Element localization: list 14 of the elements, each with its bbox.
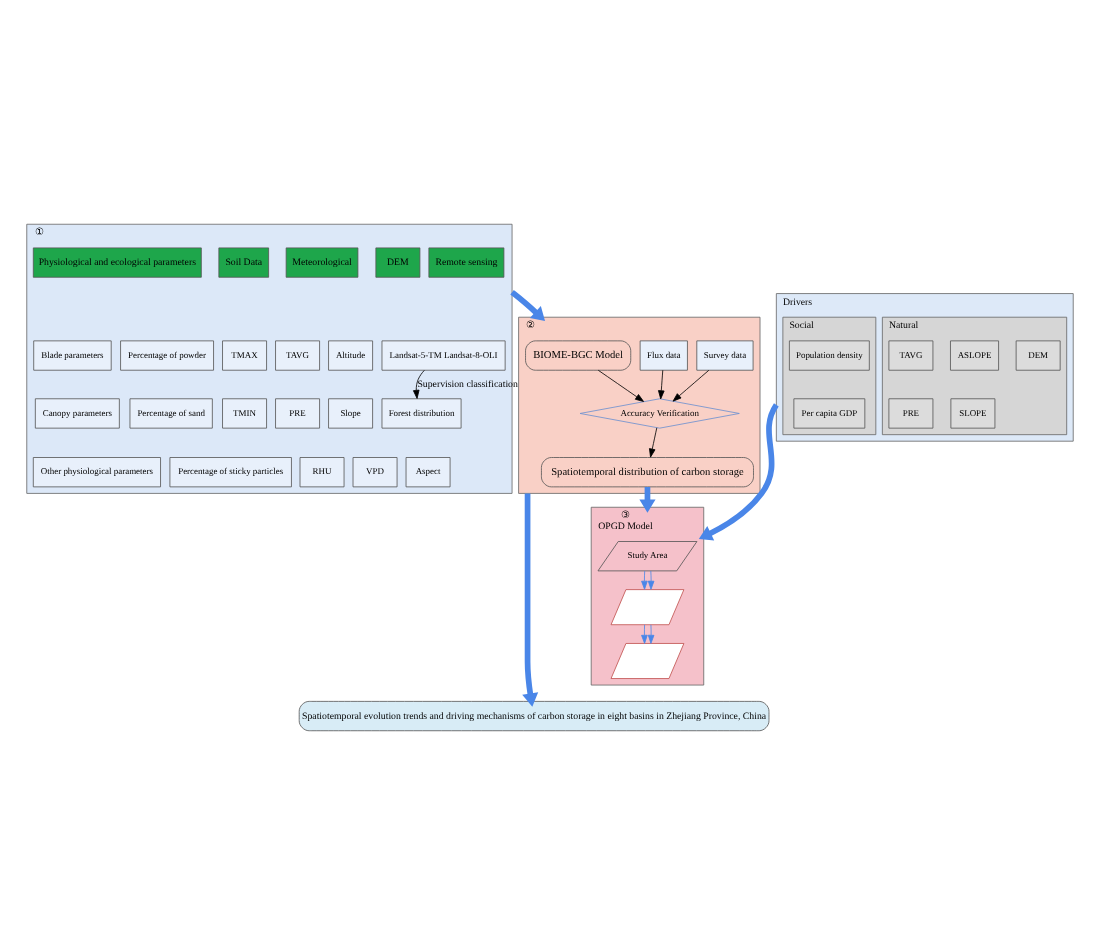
arrow [647,570,655,590]
arrow [649,427,658,458]
arrow [698,403,779,541]
arrow [658,369,665,400]
arrow [672,369,710,402]
arrow [522,493,539,707]
arrow [510,290,546,321]
arrow [412,369,425,399]
arrow [597,369,644,402]
arrow [641,570,648,590]
arrow [647,624,655,644]
picture [610,643,685,679]
picture [610,589,685,626]
arrow [641,624,648,644]
